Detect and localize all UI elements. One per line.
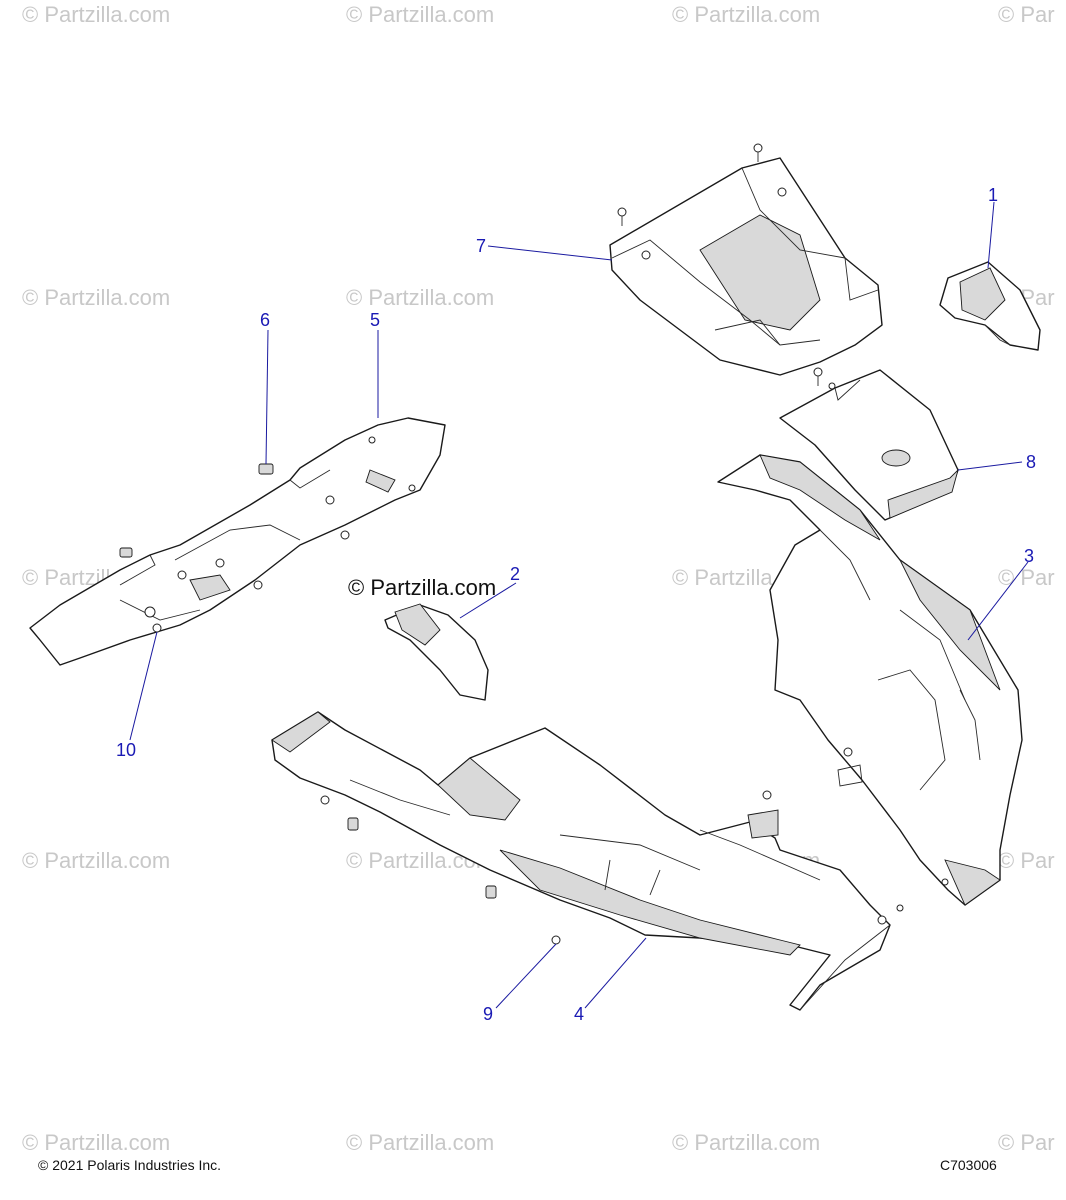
watermark: © Partzilla.com: [672, 1130, 820, 1155]
watermark: © Partzilla.com: [346, 285, 494, 310]
screw-icon: [320, 795, 330, 805]
part-6-clip[interactable]: [119, 463, 274, 558]
screw-icon: [843, 747, 853, 757]
screw-icon: [813, 367, 823, 377]
watermark: © Partzilla.com: [22, 848, 170, 873]
footer-copyright: © 2021 Polaris Industries Inc.: [38, 1157, 221, 1173]
screw-icon: [617, 207, 627, 217]
footer-diagram-code: C703006: [940, 1157, 997, 1173]
center-watermark: © Partzilla.com: [348, 575, 496, 600]
callout-6[interactable]: 6: [260, 310, 270, 330]
watermark: © Partzilla.com: [346, 2, 494, 27]
callout-8[interactable]: 8: [1026, 452, 1036, 472]
callout-9[interactable]: 9: [483, 1004, 493, 1024]
watermark: © Partzilla.com: [22, 1130, 170, 1155]
part-4-left-side-panel[interactable]: [271, 711, 904, 1011]
watermark: © Par: [998, 1130, 1055, 1155]
callout-2[interactable]: 2: [510, 564, 520, 584]
part-1-vent-cap[interactable]: [939, 261, 1041, 351]
screw-icon: [551, 935, 561, 945]
callout-10[interactable]: 10: [116, 740, 136, 760]
callouts: 1 2 3 4 5 6 7 8 9 10: [116, 185, 1036, 1024]
watermark: © Par: [998, 2, 1055, 27]
screw-icon: [753, 143, 763, 153]
watermark: © Partzilla.com: [22, 285, 170, 310]
callout-1[interactable]: 1: [988, 185, 998, 205]
part-2-small-vent[interactable]: [384, 603, 489, 701]
part-5-floor-panel[interactable]: [29, 417, 446, 666]
callout-5[interactable]: 5: [370, 310, 380, 330]
watermark: © Partzilla.com: [346, 1130, 494, 1155]
leader-lines: [129, 201, 1029, 1009]
watermark: © Partzilla.com: [672, 2, 820, 27]
watermark: © Partzilla.com: [22, 2, 170, 27]
callout-3[interactable]: 3: [1024, 546, 1034, 566]
part-3-right-side-panel[interactable]: [717, 454, 1023, 906]
callout-7[interactable]: 7: [476, 236, 486, 256]
part-7-upper-cover[interactable]: [609, 143, 883, 386]
callout-4[interactable]: 4: [574, 1004, 584, 1024]
screw-icon: [762, 790, 772, 800]
watermark: © Par: [998, 848, 1055, 873]
watermark: © Par: [998, 565, 1055, 590]
part-8-dash-panel[interactable]: [779, 369, 959, 521]
